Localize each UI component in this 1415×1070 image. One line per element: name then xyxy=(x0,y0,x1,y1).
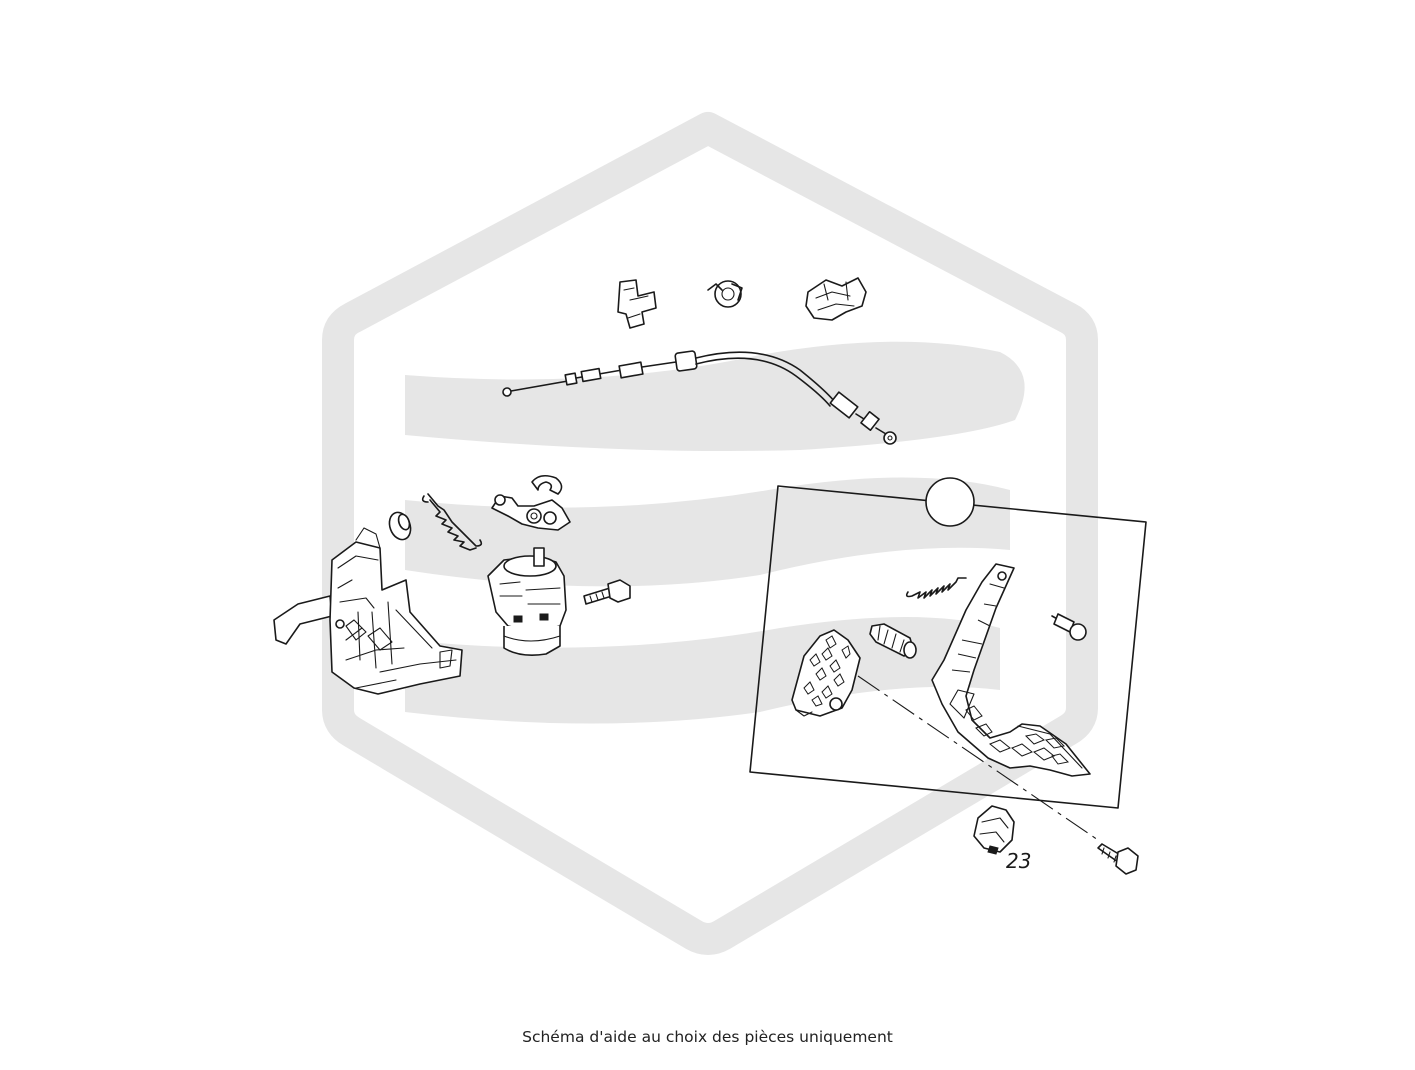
pedal-bolt xyxy=(1097,843,1139,875)
accelerator-pedal-arm xyxy=(931,563,1091,777)
cable-clip-bracket xyxy=(617,279,657,329)
footer-caption: Schéma d'aide au choix des pièces unique… xyxy=(522,1028,893,1046)
pedal-return-spring xyxy=(905,577,967,599)
pedal-assembly-box xyxy=(749,477,1147,809)
throttle-lever-plate xyxy=(491,494,571,531)
mounting-bolt xyxy=(583,579,631,605)
return-spring xyxy=(421,493,483,551)
pivot-pin xyxy=(869,623,917,659)
callout-number: 23 xyxy=(1006,849,1031,873)
bushing-nut xyxy=(388,511,412,541)
position-sensor-connector xyxy=(973,805,1015,855)
cable-retaining-bracket xyxy=(805,277,867,321)
accelerator-cable xyxy=(502,350,897,445)
pedal-stop-bolt xyxy=(1051,613,1087,641)
circlip xyxy=(531,474,563,495)
pedal-base-plate xyxy=(791,629,861,717)
push-nut-clip xyxy=(707,280,743,308)
pedal-mounting-bracket xyxy=(273,527,463,695)
leader-line xyxy=(857,675,1099,841)
pedal-sensor-actuator xyxy=(487,547,567,656)
